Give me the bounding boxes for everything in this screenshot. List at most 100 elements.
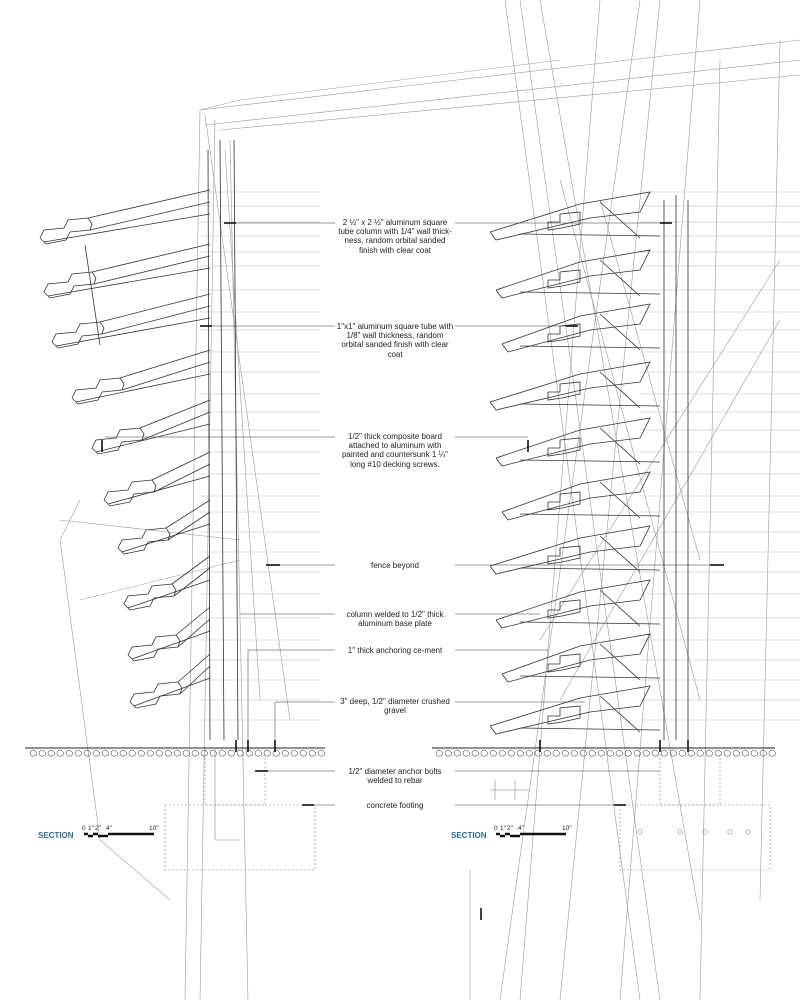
left-board-top [139, 399, 211, 429]
right-board-step [547, 599, 581, 619]
right-board-underside [519, 403, 661, 407]
gravel-mark [507, 749, 515, 757]
gravel-mark [29, 749, 37, 757]
rebar-section [702, 829, 708, 835]
left-board-top [91, 243, 211, 273]
gravel-mark [624, 749, 632, 757]
gravel-mark [74, 749, 82, 757]
left-board-top [171, 555, 211, 585]
right-truss-diagonal [599, 371, 641, 409]
gravel-mark [435, 749, 443, 757]
footing-left [164, 804, 316, 871]
ghost-line [204, 59, 800, 126]
ghost-line [519, 0, 661, 1000]
ghost-line [199, 99, 241, 111]
right-truss-diagonal [599, 201, 641, 239]
gravel-mark [489, 749, 497, 757]
gravel-mark [83, 749, 91, 757]
gravel-mark [137, 749, 145, 757]
gravel-mark [750, 749, 758, 757]
gravel-mark [579, 749, 587, 757]
ground-line [25, 747, 776, 757]
left-board-profile [91, 427, 145, 455]
left-bench-section [39, 139, 239, 741]
right-truss-diagonal [599, 481, 641, 519]
right-board-step [547, 653, 581, 673]
note-fence: fence beyond [335, 561, 455, 571]
gravel-mark [254, 749, 262, 757]
scale-tick-left-0: 0 [82, 825, 86, 832]
left-rear-post [84, 244, 101, 346]
left-support [55, 317, 211, 347]
right-board-underside [519, 727, 661, 731]
ghost-line [539, 259, 781, 641]
gravel-mark [38, 749, 46, 757]
gravel-mark [687, 749, 695, 757]
left-board-profile [129, 681, 183, 709]
gravel-mark [182, 749, 190, 757]
ghost-line [204, 114, 291, 721]
left-board-top [151, 451, 211, 481]
note-footing: concrete footing [335, 801, 455, 811]
scale-bars [84, 832, 566, 838]
gravel-mark [597, 749, 605, 757]
gravel-mark [101, 749, 109, 757]
gravel-mark [299, 749, 307, 757]
gravel-mark [471, 749, 479, 757]
gravel-mark [516, 749, 524, 757]
right-board-profile [489, 685, 651, 735]
gravel-mark [164, 749, 172, 757]
left-board-bottom [93, 255, 211, 285]
gravel-mark [678, 749, 686, 757]
gravel-mark [561, 749, 569, 757]
ghost-line [239, 59, 561, 101]
gravel-mark [615, 749, 623, 757]
right-board-underside [519, 567, 661, 571]
left-board-bottom [89, 201, 211, 231]
gravel-mark [173, 749, 181, 757]
right-board-underside [519, 291, 661, 295]
gravel-mark [218, 749, 226, 757]
note-tube: 1"x1" aluminum square tube with 1/8" wal… [335, 322, 455, 359]
left-board-profile [127, 634, 181, 662]
left-column-edge [233, 139, 239, 741]
note-board: 1/2" thick composite board attached to a… [335, 432, 455, 469]
concrete-footings [164, 748, 771, 871]
rebar-section [637, 829, 643, 835]
gravel-mark [588, 749, 596, 757]
ghost-line [199, 39, 800, 111]
gravel-mark [155, 749, 163, 757]
left-board-profile [71, 377, 125, 405]
footing-right [619, 804, 771, 871]
gravel-mark [308, 749, 316, 757]
ghost-line [619, 0, 701, 1000]
gravel-mark [723, 749, 731, 757]
right-board-step [547, 323, 581, 343]
gravel-mark [227, 749, 235, 757]
right-board-step [547, 269, 581, 289]
gravel-mark [110, 749, 118, 757]
left-board-top [165, 499, 211, 529]
gravel-mark [714, 749, 722, 757]
gravel-mark [696, 749, 704, 757]
gravel-mark [552, 749, 560, 757]
gravel-mark [444, 749, 452, 757]
gravel-mark [128, 749, 136, 757]
right-truss-diagonal [599, 589, 641, 627]
rebar-section [677, 829, 683, 835]
note-gravel: 3" deep, 1/2" diameter crushed gravel [335, 697, 455, 716]
gravel-mark [281, 749, 289, 757]
ghost-line [99, 839, 171, 901]
right-truss-diagonal [599, 695, 641, 733]
right-board-profile [495, 249, 651, 299]
right-truss-diagonal [599, 259, 641, 297]
gravel-mark [660, 749, 668, 757]
left-column-front [207, 149, 211, 741]
right-board-step [547, 491, 581, 511]
gravel-mark [47, 749, 55, 757]
left-support [95, 423, 211, 453]
gravel-mark [200, 749, 208, 757]
gravel-mark [462, 749, 470, 757]
gravel-mark [245, 749, 253, 757]
ghost-line [79, 559, 241, 601]
